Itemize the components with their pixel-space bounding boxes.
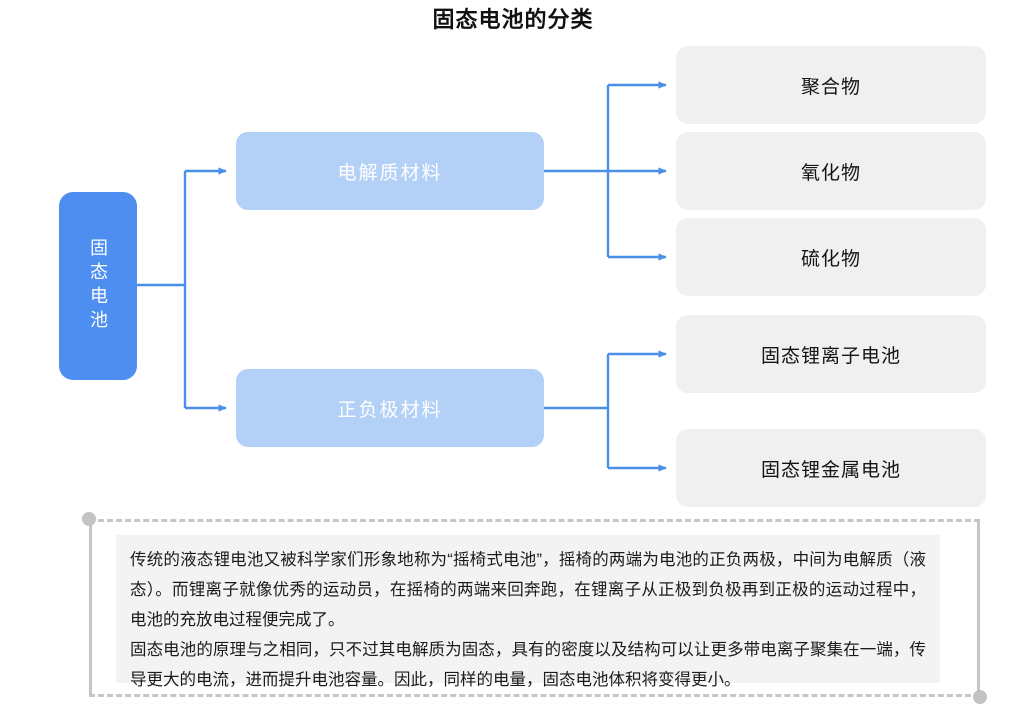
node-leaf-polymer[interactable]: 聚合物 — [676, 46, 986, 124]
node-leaf-label: 固态锂金属电池 — [760, 459, 901, 481]
node-branch-label: 正负极材料 — [337, 399, 443, 421]
node-leaf-sulfide[interactable]: 硫化物 — [676, 218, 986, 296]
note-frame-left-edge — [89, 519, 92, 697]
node-root[interactable]: 固态电池 — [59, 192, 137, 380]
node-leaf-label: 氧化物 — [800, 162, 861, 184]
node-leaf-solid-state-li-metal-battery[interactable]: 固态锂金属电池 — [676, 429, 986, 507]
note-frame-end-dot-icon — [973, 690, 987, 704]
note-frame-top-edge — [89, 519, 980, 522]
page-title: 固态电池的分类 — [432, 7, 594, 32]
node-leaf-label: 固态锂离子电池 — [760, 345, 901, 367]
node-root-label: 固态电池 — [88, 238, 108, 334]
node-leaf-label: 硫化物 — [800, 248, 861, 270]
note-frame-bottom-edge — [89, 694, 980, 697]
node-branch-electrode-material[interactable]: 正负极材料 — [236, 369, 544, 447]
note-paragraph: 固态电池的原理与之相同，只不过其电解质为固态，具有的密度以及结构可以让更多带电离… — [130, 641, 926, 689]
note-frame — [82, 512, 987, 704]
node-branch-label: 电解质材料 — [337, 162, 443, 184]
note-paragraph: 传统的液态锂电池又被科学家们形象地称为“摇椅式电池”，摇椅的两端为电池的正负两极… — [130, 551, 926, 629]
node-leaf-solid-state-li-ion-battery[interactable]: 固态锂离子电池 — [676, 315, 986, 393]
note-frame-right-edge — [977, 519, 980, 697]
node-leaf-label: 聚合物 — [800, 76, 861, 98]
note-frame-start-dot-icon — [82, 512, 96, 526]
node-leaf-oxide[interactable]: 氧化物 — [676, 132, 986, 210]
node-branch-electrolyte-material[interactable]: 电解质材料 — [236, 132, 544, 210]
note-body: 传统的液态锂电池又被科学家们形象地称为“摇椅式电池”，摇椅的两端为电池的正负两极… — [116, 535, 940, 689]
